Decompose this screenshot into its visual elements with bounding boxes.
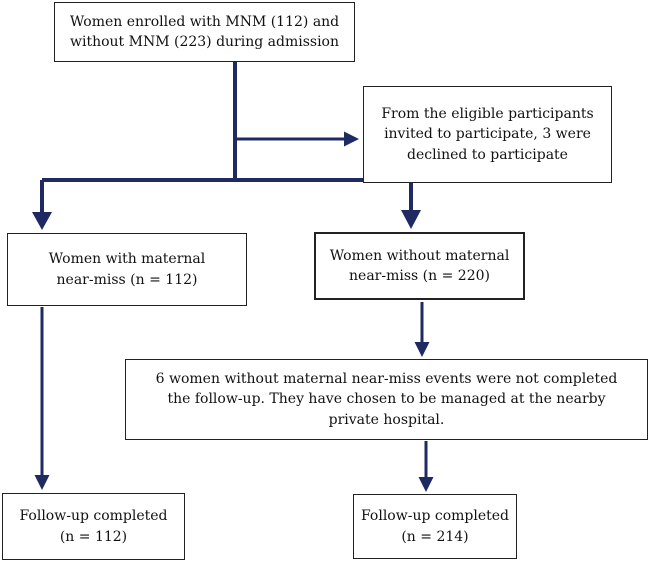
followup-left-line-2: (n = 112) — [59, 528, 128, 545]
not-completed-box: 6 women without maternal near-miss event… — [125, 359, 648, 440]
enrolled-line-1: Women enrolled with MNM (112) and — [69, 13, 340, 30]
without-mnm-line-1: Women without maternal — [329, 247, 510, 264]
declined-box: From the eligible participants invited t… — [363, 86, 612, 183]
without-mnm-box: Women without maternal near-miss (n = 22… — [314, 232, 525, 300]
declined-line-2: invited to participate, 3 were — [384, 126, 591, 143]
without-mnm-line-2: near-miss (n = 220) — [349, 268, 490, 284]
with-mnm-line-2: near-miss (n = 112) — [56, 271, 198, 288]
followup-left-line-1: Follow-up completed — [19, 508, 168, 525]
right-split-arrowhead — [401, 210, 421, 229]
followup-left-box: Follow-up completed (n = 112) — [2, 493, 185, 560]
declined-line-1: From the eligible participants — [381, 106, 594, 123]
left-split-arrowhead — [32, 212, 52, 230]
enrolled-line-2: without MNM (223) during admission — [69, 34, 340, 50]
with-mnm-line-1: Women with maternal — [48, 251, 206, 268]
with-mnm-box: Women with maternal near-miss (n = 112) — [7, 233, 247, 306]
followup-right-line-1: Follow-up completed — [360, 508, 510, 525]
not-completed-line-1: 6 women without maternal near-miss event… — [155, 371, 618, 388]
followup-right-box: Follow-up completed (n = 214) — [353, 494, 517, 559]
followup-right-line-2: (n = 214) — [401, 528, 469, 545]
enrolled-box: Women enrolled with MNM (112) and withou… — [54, 2, 355, 62]
not-completed-line-2: the follow-up. They have chosen to be ma… — [167, 391, 606, 408]
not-completed-line-3: private hospital. — [328, 411, 445, 428]
declined-line-3: declined to participate — [407, 146, 568, 163]
